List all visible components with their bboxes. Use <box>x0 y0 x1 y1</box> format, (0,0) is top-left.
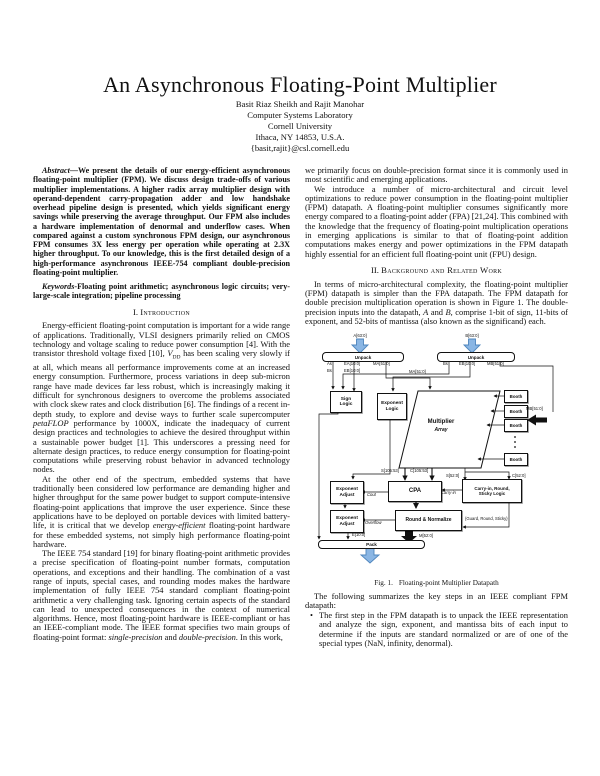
bus-label-mb: MB[51:0] <box>487 361 504 367</box>
round-normalize-box: Round & Normalize <box>395 510 462 532</box>
author-affiliation: Computer Systems Laboratory <box>247 109 353 120</box>
bus-label-ea: EA[10:0] <box>344 361 361 367</box>
section-heading-introduction: I. Introduction <box>132 306 191 317</box>
figure-connectors <box>317 338 554 564</box>
multiplier-array-label: Multiplier <box>427 419 455 426</box>
multiplier-array-sublabel: Array <box>434 427 448 434</box>
signal-label-overflow: Overflow <box>365 520 382 526</box>
author-address: Ithaca, NY 14853, U.S.A. <box>255 131 345 142</box>
author-names: Basit Riaz Sheikh and Rajit Manohar <box>235 99 365 109</box>
intro-paragraph-3-continued: we primarily focus on double-precision f… <box>305 165 568 185</box>
background-paragraph-2: The following summarizes the key steps i… <box>305 590 568 610</box>
intro-paragraph-4: We introduce a number of micro-architect… <box>305 183 568 259</box>
signal-label-guard-round-sticky: {Guard, Round, Sticky} <box>465 516 508 522</box>
bus-label-mb-bus: MB[51:0] <box>526 406 543 412</box>
booth-box: Booth <box>504 453 528 467</box>
keywords-label: Keywords <box>42 282 75 291</box>
abstract-paragraph: Abstract—We present the details of our e… <box>33 166 290 277</box>
bus-label-input-b: B[63:0] <box>465 333 479 339</box>
bus-label-a-sign: As <box>327 361 332 367</box>
mantissa-out-arrow <box>401 531 417 544</box>
intro-paragraph-1: Energy-efficient floating-point computat… <box>33 320 290 475</box>
author-email: {basit,rajit}@csl.cornell.edu <box>250 142 350 153</box>
bus-label-mantissa-out: M[52:0] <box>419 533 433 539</box>
result-output-arrow <box>359 547 381 564</box>
bus-label-ma: MA[51:0] <box>373 361 390 367</box>
bus-label-eb-right: EB[10:0] <box>459 361 476 367</box>
signal-label-cout: Cout <box>367 492 376 498</box>
bus-label-exponent-out: E[10:0] <box>352 532 366 538</box>
unpack-bar-left: Unpack <box>322 352 404 363</box>
multiplier-array-shape <box>398 390 501 469</box>
figure-caption: Fig. 1.Floating-point Multiplier Datapat… <box>374 579 499 588</box>
bus-label-input-a: A[63:0] <box>353 333 367 339</box>
paper-title: An Asynchronous Floating-Point Multiplie… <box>103 71 497 97</box>
figure-fpm-datapath: A[63:0] B[63:0] Unpack Unpack As EA[10:0… <box>313 334 567 565</box>
author-university: Cornell University <box>267 120 333 131</box>
booth-box: Booth <box>504 390 528 404</box>
signal-label-carry-in: Carry-in <box>441 490 456 496</box>
abstract-label: Abstract <box>42 166 70 175</box>
left-column: Abstract—We present the details of our e… <box>33 166 290 642</box>
input-a-arrow <box>350 338 370 354</box>
bus-label-b-sign: Bs <box>327 367 332 373</box>
unpack-bar-right: Unpack <box>437 352 515 363</box>
cpa-box: CPA <box>388 481 442 503</box>
keywords-paragraph: Keywords-Floating point arithmetic; asyn… <box>33 282 290 301</box>
bullet-icon: • <box>310 610 313 621</box>
booth-box: Booth <box>504 419 528 433</box>
intro-paragraph-3: The IEEE 754 standard [19] for binary fl… <box>33 548 290 642</box>
bus-label-b-sign-right: Bs <box>443 361 448 367</box>
author-block: Basit Riaz Sheikh and Rajit Manohar Comp… <box>0 99 600 154</box>
section-heading-background: II. Background and Related Work <box>370 264 503 275</box>
background-paragraph-1: In terms of micro-architectural complexi… <box>305 278 568 326</box>
bus-label-carry-high: C[105:53] <box>410 468 429 474</box>
right-column: we primarily focus on double-precision f… <box>305 165 568 648</box>
mb-bus-arrow <box>527 414 547 426</box>
intro-paragraph-2: At the other end of the spectrum, embedd… <box>33 473 290 549</box>
bus-label-sum-high: S[105:53] <box>381 468 399 474</box>
bus-label-carry-low: C[52:0] <box>512 473 526 479</box>
pack-bar: Pack <box>318 540 425 550</box>
list-item-unpack-step: • The first step in the FPM datapath is … <box>305 610 568 648</box>
input-b-arrow <box>462 338 482 354</box>
bus-label-eb: EB[10:0] <box>344 367 361 373</box>
bus-label-sum-low: S[52:0] <box>446 473 460 479</box>
carry-round-sticky-box: Carry-in, Round,Sticky Logic <box>462 479 522 504</box>
bus-label-ma-array: MA[51:0] <box>409 369 426 375</box>
booth-box: Booth <box>504 405 528 419</box>
